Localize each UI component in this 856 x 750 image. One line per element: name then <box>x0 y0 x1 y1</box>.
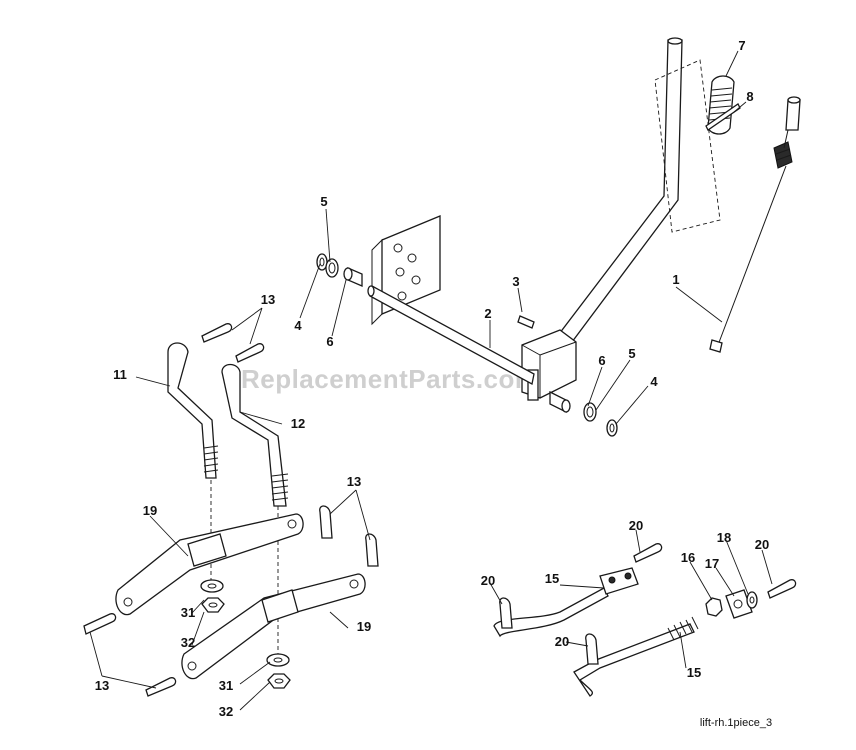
callout-19-upper: 19 <box>143 503 157 518</box>
callout-20-right: 20 <box>755 537 769 552</box>
callout-12: 12 <box>291 416 305 431</box>
callout-3: 3 <box>512 274 519 289</box>
callout-20-left: 20 <box>481 573 495 588</box>
adjust-rod-upper <box>493 567 639 638</box>
callout-15-lower: 15 <box>687 665 701 680</box>
callout-32-upper: 32 <box>181 635 195 650</box>
hairpin-clips-bottom <box>83 613 177 697</box>
washer-nut-lower <box>266 653 291 689</box>
hairpin-clips-20 <box>499 543 797 665</box>
callout-4-left: 4 <box>294 318 302 333</box>
callout-31-upper: 31 <box>181 605 195 620</box>
callout-5-right: 5 <box>628 346 635 361</box>
callout-6-right: 6 <box>598 353 605 368</box>
callout-6-left: 6 <box>326 334 333 349</box>
callout-20-middle: 20 <box>555 634 569 649</box>
adjust-rod-lower <box>573 616 699 697</box>
lift-arm-upper <box>115 513 304 616</box>
callout-5-left: 5 <box>320 194 327 209</box>
callout-11: 11 <box>113 367 127 382</box>
washer-18 <box>746 591 758 609</box>
grip-outline <box>654 59 721 233</box>
callout-13-upper: 13 <box>261 292 275 307</box>
roll-pin <box>705 103 741 131</box>
mounting-bracket <box>371 215 441 326</box>
lift-cable <box>709 96 801 353</box>
lift-link-right <box>221 363 289 507</box>
hairpin-clips-right <box>319 505 379 567</box>
lift-arm-lower <box>181 573 366 680</box>
trunnion-17 <box>725 589 753 619</box>
callout-20-top: 20 <box>629 518 643 533</box>
lift-handle <box>521 37 683 401</box>
hairpin-clips-upper <box>201 323 265 363</box>
callout-8: 8 <box>746 89 753 104</box>
lift-link-left <box>167 342 219 479</box>
callout-13-bottom: 13 <box>95 678 109 693</box>
left-hardware <box>316 253 363 287</box>
callout-13-right: 13 <box>347 474 361 489</box>
right-hardware <box>549 390 618 437</box>
watermark: eReplacementParts.com <box>226 364 539 394</box>
callout-labels: 1 2 3 4 4 5 5 6 6 7 8 11 12 13 13 13 15 … <box>95 38 769 719</box>
callout-31-lower: 31 <box>219 678 233 693</box>
callout-17: 17 <box>705 556 719 571</box>
callout-32-lower: 32 <box>219 704 233 719</box>
diagram-caption: lift-rh.1piece_3 <box>700 717 772 729</box>
callout-1: 1 <box>672 272 679 287</box>
washer-nut-upper <box>200 579 225 613</box>
callout-15-upper: 15 <box>545 571 559 586</box>
shaft-key <box>517 315 535 329</box>
callout-4-right: 4 <box>650 374 658 389</box>
callout-19-lower: 19 <box>357 619 371 634</box>
callout-18: 18 <box>717 530 731 545</box>
callout-2: 2 <box>484 306 491 321</box>
nut-16 <box>705 597 723 617</box>
leader-lines <box>89 50 773 711</box>
callout-7: 7 <box>738 38 745 53</box>
callout-16: 16 <box>681 550 695 565</box>
